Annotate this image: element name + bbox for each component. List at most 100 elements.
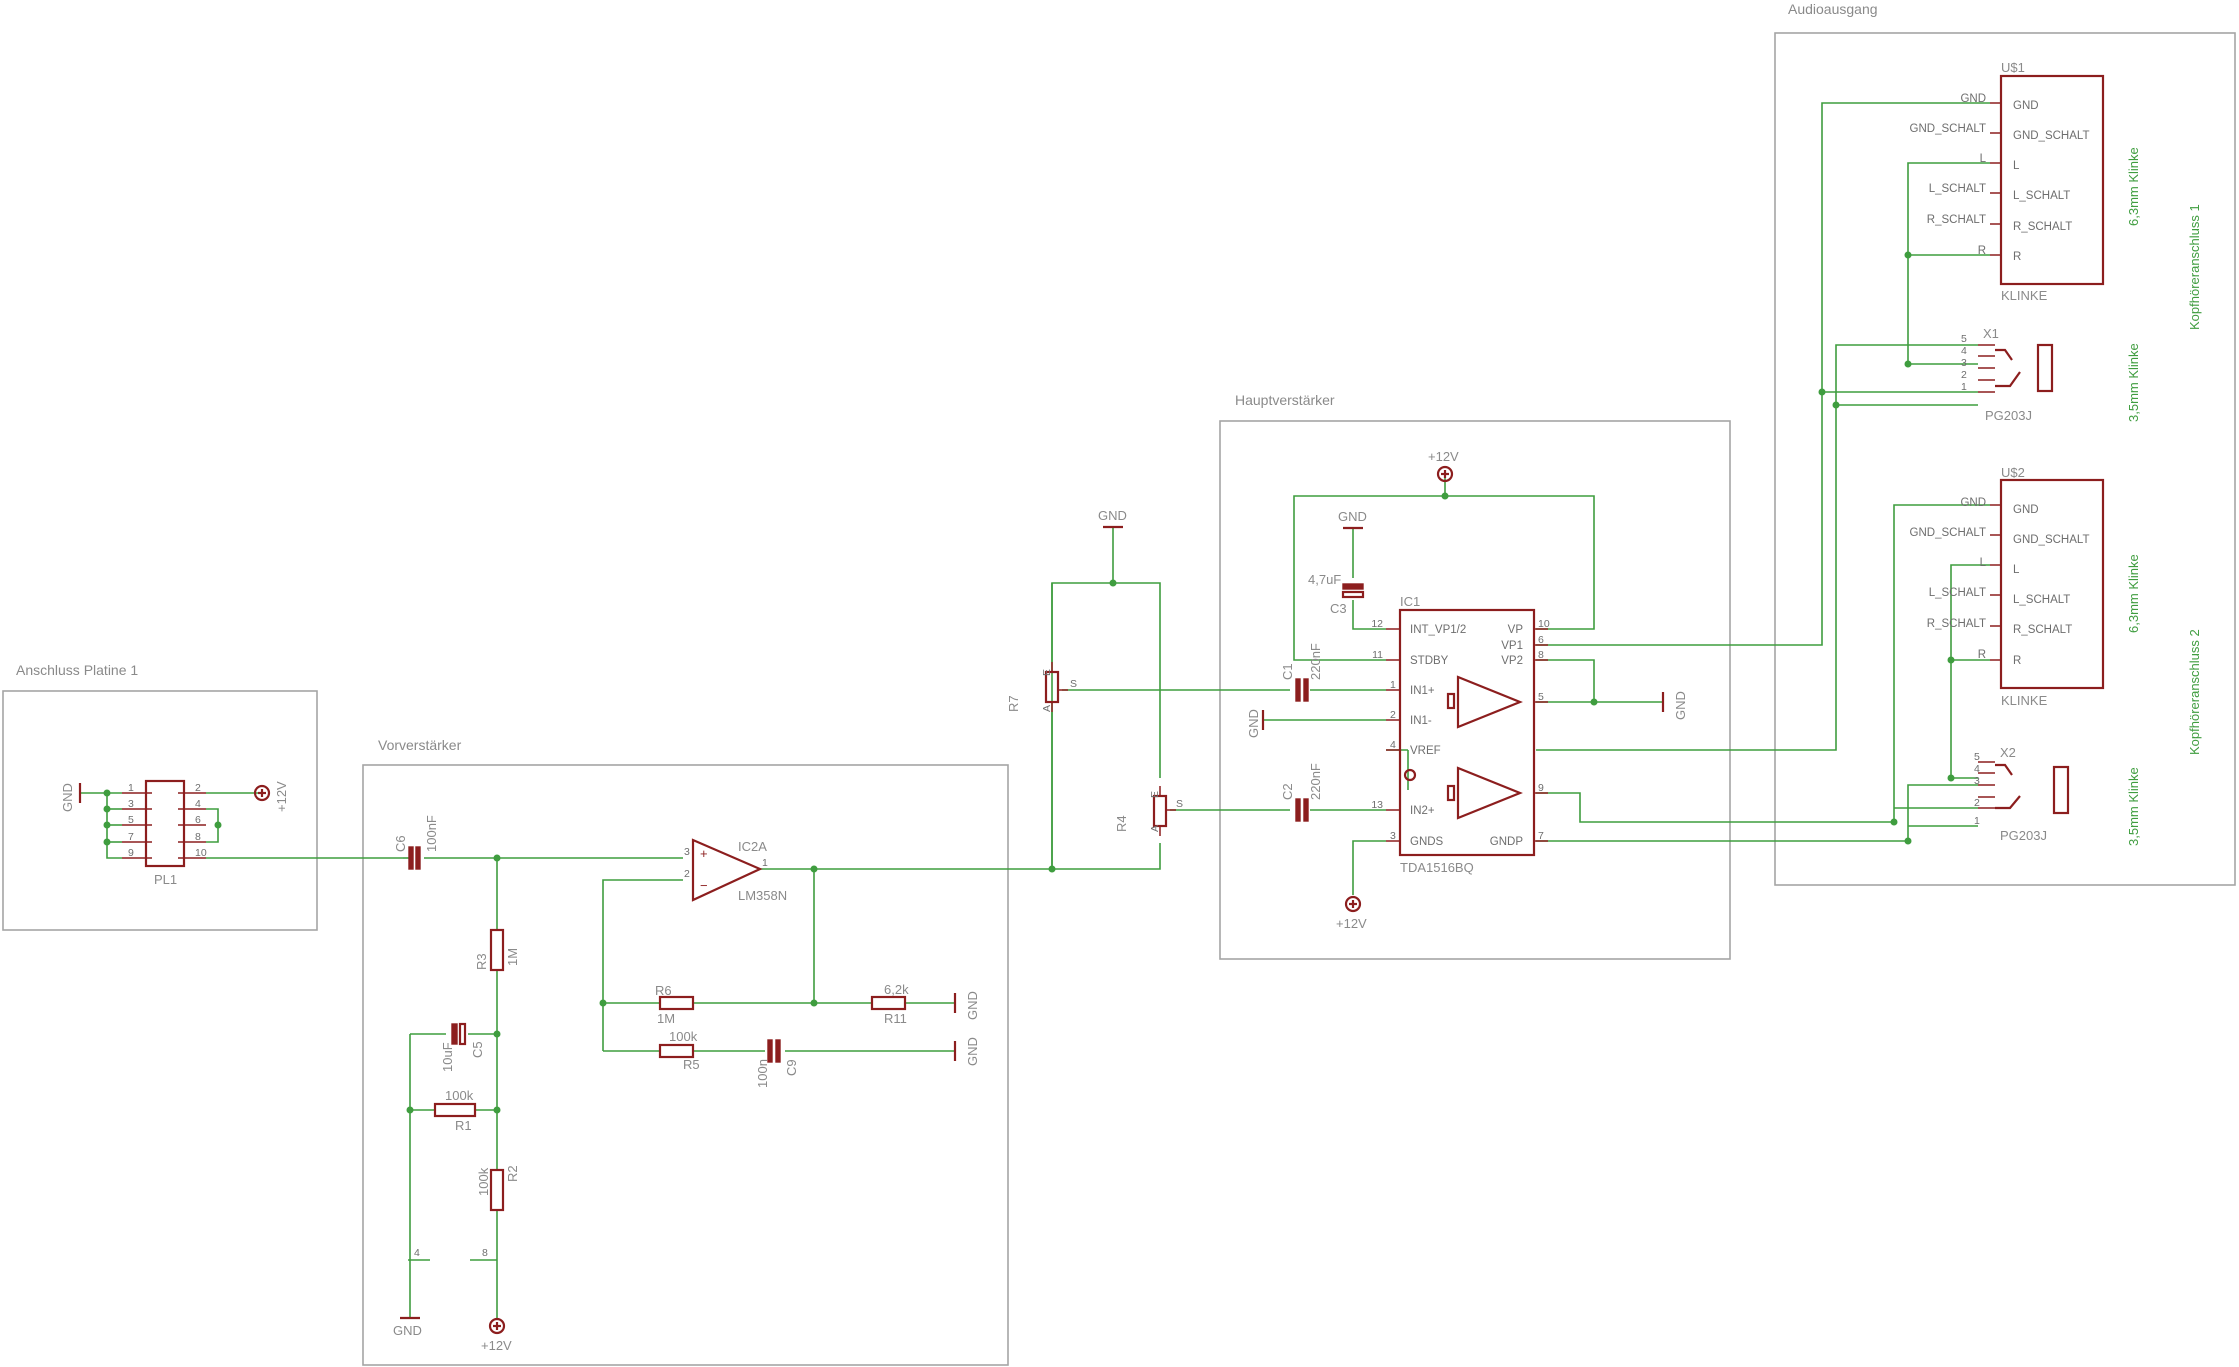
gnd-label: GND [1338,509,1367,524]
junction-dot [810,999,818,1007]
ic2a-name: IC2A [738,839,767,854]
ic1-pin-label: GNDS [1410,836,1444,848]
pot-pin-a: A [1149,825,1161,832]
svg-text:−: − [700,878,708,893]
pin-number: 8 [1538,649,1544,661]
vcc-symbol [488,1317,506,1335]
jack-x2-name: X2 [2000,745,2016,760]
r3-body [489,928,505,972]
junction-dot [1904,360,1912,368]
pin-number: 2 [195,782,201,794]
jack-u1-value: KLINKE [2001,288,2048,303]
jack-x1-body [2036,343,2054,393]
ic1-pin-label: IN1- [1410,715,1432,727]
r6-value: 1M [657,1011,675,1026]
wire-l1 [1907,162,1990,365]
c3-value: 4,7uF [1308,572,1341,587]
connector-pl1: GND 1 3 5 7 9 2 4 6 8 10 PL1 +12V [60,779,289,887]
wire-out9-gnd2 [1536,504,1990,823]
pin-number: 3 [128,798,134,810]
output: U$1 KLINKE GND GND_SCHALT L L_SCHALT R_S… [1910,60,2202,846]
c2-value: 220nF [1308,763,1323,800]
c1-plate [1295,678,1301,702]
ic1-pin-label: IN1+ [1410,685,1435,697]
amp1-bias [1446,692,1456,710]
wire-l2 [1950,564,1990,779]
r11-body [870,995,907,1011]
junction-dot [1590,698,1598,706]
r4-name: R4 [1114,815,1129,832]
pl1-name: PL1 [154,872,177,887]
ic1-body [1398,608,1536,857]
r5-body [658,1043,695,1059]
mainamp: +12V GND 4,7uF C3 C1 220nF C2 220nF GND … [1246,449,1688,931]
r2-value: 100k [476,1167,491,1196]
jack-u2-note: 6,3mm Klinke [2126,554,2141,633]
jack-pin-label: R [2013,251,2021,263]
jack-net-label: R [1978,245,1986,257]
c6-plate [408,846,414,870]
frame-anschluss-label: Anschluss Platine 1 [16,662,138,678]
ic1-left-pins [1386,628,1400,842]
jack-pin-label: L [2013,564,2020,576]
c3-plate [1341,590,1365,599]
jack-x2-note: 3,5mm Klinke [2126,767,2141,846]
vref-node [1403,768,1417,782]
pot-pin-e: E [1041,669,1053,676]
vcc-label: +12V [481,1338,512,1353]
r2-body [489,1168,505,1212]
jack-x1-note: 3,5mm Klinke [2126,343,2141,422]
r11-value: 6,2k [884,982,909,997]
jack-net-label: R [1978,649,1986,661]
vcc-label: +12V [1428,449,1459,464]
pot-pin-e: E [1149,791,1161,798]
pin-number: 1 [1961,381,1967,393]
jack-net-label: L [1980,153,1987,165]
wire-r4-e [1113,582,1161,778]
wire-gndp-x2 [1536,784,1978,842]
r11-name: R11 [884,1011,907,1026]
ic1-value: TDA1516BQ [1400,860,1474,875]
pin-number: 12 [1371,618,1383,630]
r3-name: R3 [474,953,489,970]
junction-dot [493,1106,501,1114]
jack-pin-label: GND [2013,100,2039,112]
junction-dot [1048,865,1056,873]
c1-value: 220nF [1308,643,1323,680]
jack-u2-value: KLINKE [2001,693,2048,708]
jack-x2-contact [1995,795,2021,810]
jack-net-label: GND_SCHALT [1910,123,1986,135]
wire-vref-x1 [1536,344,1978,751]
junction-dot [103,789,111,797]
gnd-label: GND [60,783,75,812]
pin-number: 2 [1974,797,1980,809]
jack-x2-pins [1978,761,1995,809]
pin-number: 5 [1961,333,1967,345]
jack-net-label: GND [1960,93,1986,105]
r7-name: R7 [1006,695,1021,712]
ic1-pin-label: STDBY [1410,655,1449,667]
pin-number: 6 [1538,634,1544,646]
c5-plate [458,1022,467,1046]
pl1-pins-left [122,792,206,859]
gnd-label: GND [965,991,980,1020]
jack-x1-value: PG203J [1985,408,2032,423]
pin-number: 13 [1371,799,1383,811]
ic2a-value: LM358N [738,888,787,903]
jack-pin-label: R_SCHALT [2013,624,2072,636]
vcc-label: +12V [1336,916,1367,931]
jack-net-label: L_SCHALT [1929,183,1986,195]
ic1-pin-label: VP2 [1501,655,1523,667]
jack-pin-label: L_SCHALT [2013,190,2070,202]
junction-dot [406,1106,414,1114]
frame-audioausgang [1774,32,2236,886]
pin-number: 7 [128,831,134,843]
frame-audioausgang-label: Audioausgang [1788,1,1878,17]
pin-number: 4 [1961,345,1967,357]
jack-x2-contact [1995,763,2013,776]
ic1-pin-label: VP1 [1501,640,1523,652]
r5-name: R5 [683,1057,700,1072]
ic1-pin-label: VREF [1410,745,1441,757]
c5-value: 10uF [440,1042,455,1072]
